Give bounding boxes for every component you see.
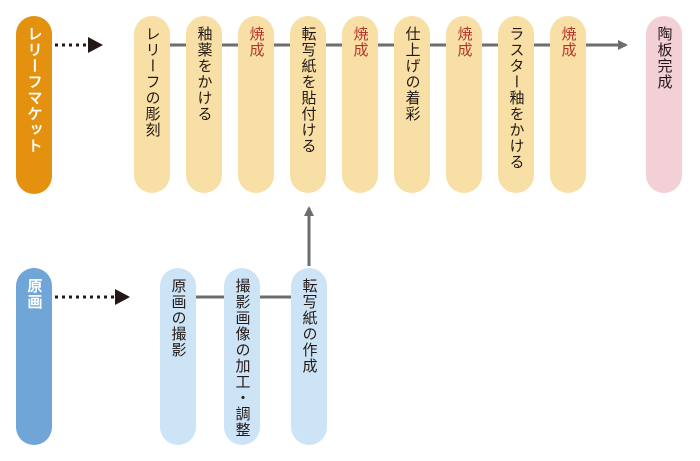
bottom-dotted-arrowhead [115, 289, 130, 305]
step-label: 転写紙の作成 [300, 278, 319, 374]
step-firing-1: 焼成 [238, 16, 274, 193]
step-label: 撮影画像の加工・調整 [233, 278, 252, 438]
step-label: 焼成 [351, 26, 370, 58]
step-apply-glaze: 釉薬をかける [186, 16, 222, 193]
step-edit-image: 撮影画像の加工・調整 [224, 268, 260, 445]
step-label: 焼成 [247, 26, 266, 58]
step-label: 焼成 [455, 26, 474, 58]
step-photograph-artwork: 原画の撮影 [160, 268, 196, 445]
step-label: レリーフの彫刻 [143, 26, 162, 138]
top-dotted-arrowhead [88, 37, 103, 53]
end-tile-complete: 陶板完成 [646, 16, 682, 193]
step-firing-2: 焼成 [342, 16, 378, 193]
step-apply-luster-glaze: ラスター釉をかける [498, 16, 534, 193]
step-label: 転写紙を貼付ける [299, 26, 318, 154]
step-label: 焼成 [559, 26, 578, 58]
end-tile-complete-label: 陶板完成 [655, 26, 674, 90]
start-original-artwork-label: 原画 [25, 278, 44, 310]
start-relief-maquette-label: レリーフマケット [25, 26, 44, 154]
step-label: 原画の撮影 [169, 278, 188, 358]
step-finish-coloring: 仕上げの着彩 [394, 16, 430, 193]
step-label: ラスター釉をかける [507, 26, 526, 170]
step-label: 仕上げの着彩 [403, 26, 422, 122]
step-firing-3: 焼成 [446, 16, 482, 193]
start-original-artwork: 原画 [16, 268, 52, 445]
step-apply-transfer-paper: 転写紙を貼付ける [290, 16, 326, 193]
step-create-transfer-paper: 転写紙の作成 [291, 268, 327, 445]
step-relief-carving: レリーフの彫刻 [134, 16, 170, 193]
step-firing-4: 焼成 [550, 16, 586, 193]
step-label: 釉薬をかける [195, 26, 214, 122]
start-relief-maquette: レリーフマケット [16, 16, 52, 194]
